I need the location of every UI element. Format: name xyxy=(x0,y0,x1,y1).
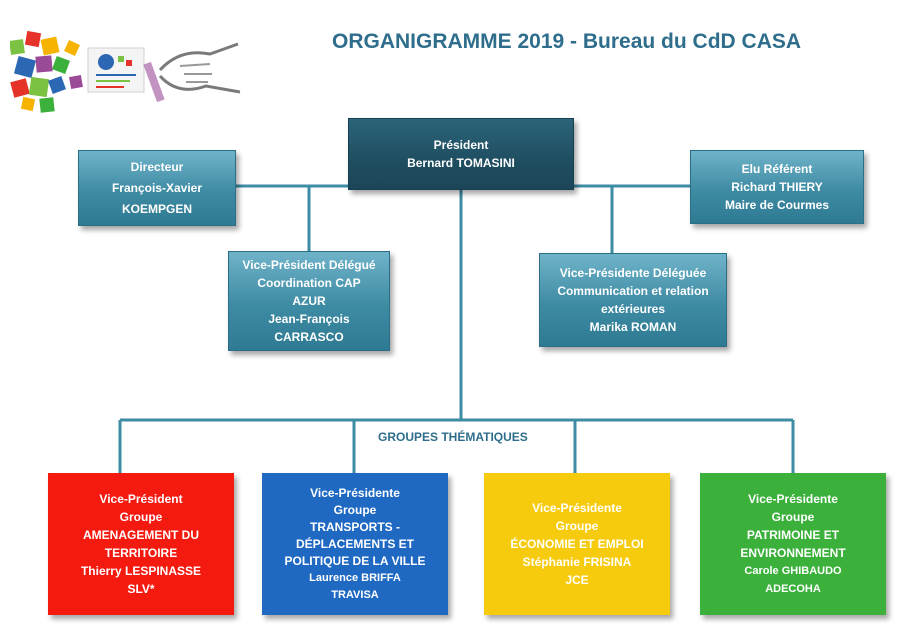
group-economie-line1: Vice-Présidente xyxy=(532,501,622,515)
group-economie-line5: JCE xyxy=(565,573,589,587)
group-transports-line1: Vice-Présidente xyxy=(310,485,400,500)
directeur-title: Directeur xyxy=(130,159,184,174)
vp-delegue-line3: AZUR xyxy=(292,294,326,308)
group-amenagement-line2: Groupe xyxy=(119,510,163,524)
group-patrimoine-line4: ENVIRONNEMENT xyxy=(740,546,846,560)
vp-deleguee-line2: Communication et relation xyxy=(557,284,709,298)
handshake-logo xyxy=(10,30,241,113)
vp-deleguee-box: Vice-Présidente Déléguée Communication e… xyxy=(539,253,727,347)
group-transports-line2: Groupe xyxy=(333,502,377,517)
directeur-firstname: François-Xavier xyxy=(111,180,203,195)
group-transports-line7: TRAVISA xyxy=(331,588,379,601)
group-economie-box: Vice-Présidente Groupe ÉCONOMIE ET EMPLO… xyxy=(484,473,670,615)
elu-name: Richard THIERY xyxy=(731,180,823,194)
directeur-box: Directeur François-Xavier KOEMPGEN xyxy=(78,150,236,226)
group-patrimoine-line5: Carole GHIBAUDO xyxy=(744,565,842,577)
vp-delegue-line4: Jean-François xyxy=(268,312,350,326)
groupes-thematiques-label: GROUPES THÉMATIQUES xyxy=(378,430,528,444)
group-patrimoine-line1: Vice-Présidente xyxy=(748,492,838,506)
vp-deleguee-title: Vice-Présidente Déléguée xyxy=(559,266,707,280)
group-amenagement-line6: SLV* xyxy=(127,582,155,596)
vp-delegue-box: Vice-Président Délégué Coordination CAP … xyxy=(228,251,390,351)
group-amenagement-box: Vice-Président Groupe AMENAGEMENT DU TER… xyxy=(48,473,234,615)
group-patrimoine-line6: ADECOHA xyxy=(765,583,821,595)
vp-deleguee-line3: extérieures xyxy=(600,302,666,316)
elu-referent-box: Elu Référent Richard THIERY Maire de Cou… xyxy=(690,150,864,224)
vp-deleguee-line4: Marika ROMAN xyxy=(589,320,677,334)
president-name: Bernard TOMASINI xyxy=(407,156,515,170)
group-transports-line6: Laurence BRIFFA xyxy=(309,571,401,584)
group-transports-line4: DÉPLACEMENTS ET xyxy=(295,536,414,551)
group-transports-line5: POLITIQUE DE LA VILLE xyxy=(284,553,426,568)
president-box: Président Bernard TOMASINI xyxy=(348,118,574,190)
vp-delegue-title: Vice-Président Délégué xyxy=(242,258,376,272)
group-transports-line3: TRANSPORTS - xyxy=(310,519,400,534)
group-economie-line3: ÉCONOMIE ET EMPLOI xyxy=(510,537,644,551)
group-patrimoine-box: Vice-Présidente Groupe PATRIMOINE ET ENV… xyxy=(700,473,886,615)
group-patrimoine-line3: PATRIMOINE ET xyxy=(746,528,840,542)
president-title: Président xyxy=(433,138,489,152)
group-amenagement-line4: TERRITOIRE xyxy=(104,546,178,560)
vp-delegue-line2: Coordination CAP xyxy=(257,276,361,290)
group-amenagement-line1: Vice-Président xyxy=(99,492,183,506)
group-transports-box: Vice-Présidente Groupe TRANSPORTS - DÉPL… xyxy=(262,473,448,615)
group-economie-line2: Groupe xyxy=(555,519,599,533)
page-title: ORGANIGRAMME 2019 - Bureau du CdD CASA xyxy=(332,30,802,53)
group-amenagement-line5: Thierry LESPINASSE xyxy=(80,564,202,578)
group-patrimoine-line2: Groupe xyxy=(771,510,815,524)
vp-delegue-line5: CARRASCO xyxy=(274,330,344,344)
group-amenagement-line3: AMENAGEMENT DU xyxy=(83,528,199,542)
group-economie-line4: Stéphanie FRISINA xyxy=(522,555,632,569)
directeur-lastname: KOEMPGEN xyxy=(121,201,192,216)
elu-title: Elu Référent xyxy=(741,162,813,176)
elu-role: Maire de Courmes xyxy=(724,198,830,212)
